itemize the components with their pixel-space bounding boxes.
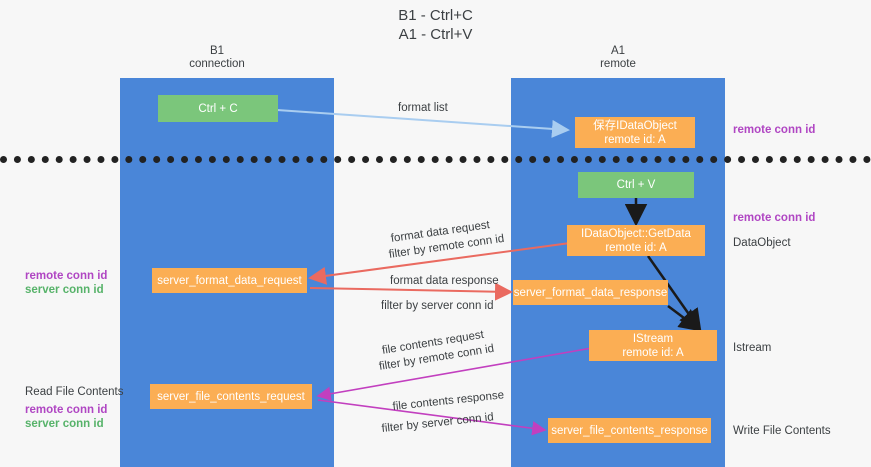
title-line-2: A1 - Ctrl+V [398,26,473,43]
flow-filter-file-contents-response-key: server conn id [421,411,495,431]
box-getdata-line1: IDataObject::GetData [581,227,691,240]
annotation-remote-conn-id-middle: remote conn id [733,212,816,224]
annotation-server-conn-id-1: server conn id [25,284,104,296]
box-getdata-line2: remote id: A [605,241,667,254]
box-ctrl-v[interactable]: Ctrl + V [578,172,694,198]
column-header-left: B1 connection [152,45,282,71]
flow-filter-file-contents-response: filter by server conn id [381,410,494,436]
title-line-1: B1 - Ctrl+C [398,7,473,24]
flow-filter-format-data-response: filter by server conn id [381,299,494,313]
column-header-right: A1 remote [553,45,683,71]
box-save-idataobject-line1: 保存IDataObject [593,119,677,132]
flow-label-file-contents-response-text: file contents response [392,389,505,413]
annotation-write-file-contents: Write File Contents [733,425,831,437]
page-title: B1 - Ctrl+C A1 - Ctrl+V [0,6,871,44]
box-istream-line2: remote id: A [622,346,684,359]
box-server-format-data-request-label: server_format_data_request [157,274,302,287]
flow-label-format-data-response: format data response [390,274,499,288]
column-header-right-role: remote [600,58,636,70]
annotation-read-file-contents: Read File Contents [25,386,124,398]
box-server-file-contents-request[interactable]: server_file_contents_request [150,384,312,409]
box-ctrl-v-label: Ctrl + V [616,179,656,191]
annotation-server-conn-id-2: server conn id [25,418,104,430]
flow-filter-format-data-request-prefix: filter by [388,243,430,261]
box-server-format-data-response[interactable]: server_format_data_response [513,280,668,305]
annotation-remote-conn-id-2: remote conn id [25,404,108,416]
box-server-format-data-response-label: server_format_data_response [513,286,668,299]
box-server-file-contents-response-label: server_file_contents_response [551,424,708,437]
box-server-file-contents-request-label: server_file_contents_request [157,390,305,403]
box-ctrl-c[interactable]: Ctrl + C [158,95,278,122]
annotation-dataobject: DataObject [733,237,791,249]
phase-divider [0,156,871,163]
box-save-idataobject[interactable]: 保存IDataObject remote id: A [575,117,695,148]
flow-label-format-data-response-text: format data response [390,275,499,287]
box-server-format-data-request[interactable]: server_format_data_request [152,268,307,293]
arrow-format-data-response [309,282,513,301]
annotation-remote-conn-id-1: remote conn id [25,270,108,282]
flow-filter-format-data-response-key: server conn id [421,300,494,312]
annotation-remote-conn-id-top: remote conn id [733,124,816,136]
column-header-right-name: A1 [610,45,626,57]
flow-label-format-list: format list [398,102,448,114]
flow-filter-format-data-response-prefix: filter by [381,300,422,312]
box-istream-line1: IStream [632,332,674,345]
box-server-file-contents-response[interactable]: server_file_contents_response [548,418,711,443]
column-header-left-name: B1 [209,45,225,57]
box-save-idataobject-line2: remote id: A [604,133,666,146]
box-ctrl-c-label: Ctrl + C [198,102,238,115]
box-getdata[interactable]: IDataObject::GetData remote id: A [567,225,705,256]
box-istream[interactable]: IStream remote id: A [589,330,717,361]
annotation-istream: Istream [733,342,772,354]
flow-filter-file-contents-response-prefix: filter by [381,418,423,435]
column-header-left-role: connection [189,58,245,70]
